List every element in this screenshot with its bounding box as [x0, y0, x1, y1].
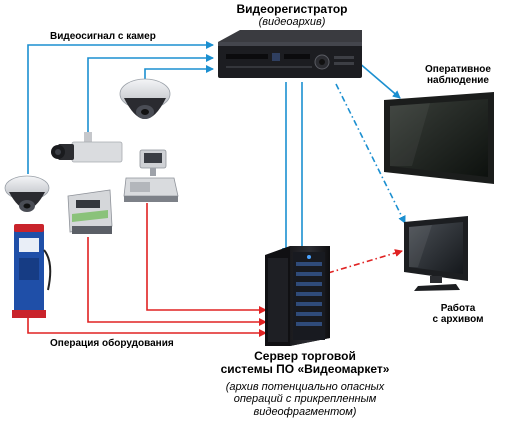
cash-register-icon [123, 149, 179, 202]
equipment-operation-label: Операция оборудования [50, 338, 174, 349]
server-to-archive-monitor [327, 249, 403, 274]
op-line-dispenser [27, 318, 267, 337]
monitor-large-icon [384, 92, 494, 184]
monitoring-label: Оперативное наблюдение [408, 64, 508, 86]
server-title-line2: системы ПО «Видеомаркет» [220, 362, 390, 377]
dome-camera-icon [119, 78, 171, 119]
box-camera-icon [51, 132, 123, 163]
server-note-line3: видеофрагментом) [253, 405, 357, 418]
archive-work-label-line1: Работа [440, 303, 476, 314]
server-tower-icon [265, 246, 330, 346]
operation-lines [27, 203, 403, 337]
video-signal-label: Видеосигнал с камер [50, 31, 156, 42]
dvr-to-monitor [357, 61, 401, 99]
dome-camera-icon-2 [4, 175, 50, 212]
video-line-top [27, 41, 214, 174]
monitor-small-icon [404, 216, 468, 291]
dvr-icon [218, 30, 362, 78]
dvr-to-archive-monitor [335, 83, 406, 224]
server-title-line1: Сервер торговой [254, 349, 356, 363]
archive-work-label-line2: с архивом [432, 314, 484, 326]
server-note-line1: (архив потенциально опасных [225, 381, 385, 393]
monitoring-label-line1: Оперативное [425, 64, 491, 75]
money-counter-icon [67, 189, 113, 234]
server-note: (архив потенциально опасных операций с п… [190, 381, 420, 418]
fuel-dispenser-icon [12, 224, 52, 318]
op-line-counter [87, 237, 267, 326]
archive-work-label: Работа с архивом [418, 303, 498, 325]
dvr-subtitle: (видеоархив) [258, 16, 326, 28]
dvr-title: Видеорегистратор [236, 2, 348, 16]
server-note-line2: операций с прикрепленным [233, 393, 377, 406]
op-line-register [146, 203, 267, 314]
video-line-mid [87, 54, 214, 140]
server-title: Сервер торговой системы ПО «Видеомаркет» [205, 349, 405, 377]
monitoring-label-line2: наблюдение [427, 75, 489, 87]
